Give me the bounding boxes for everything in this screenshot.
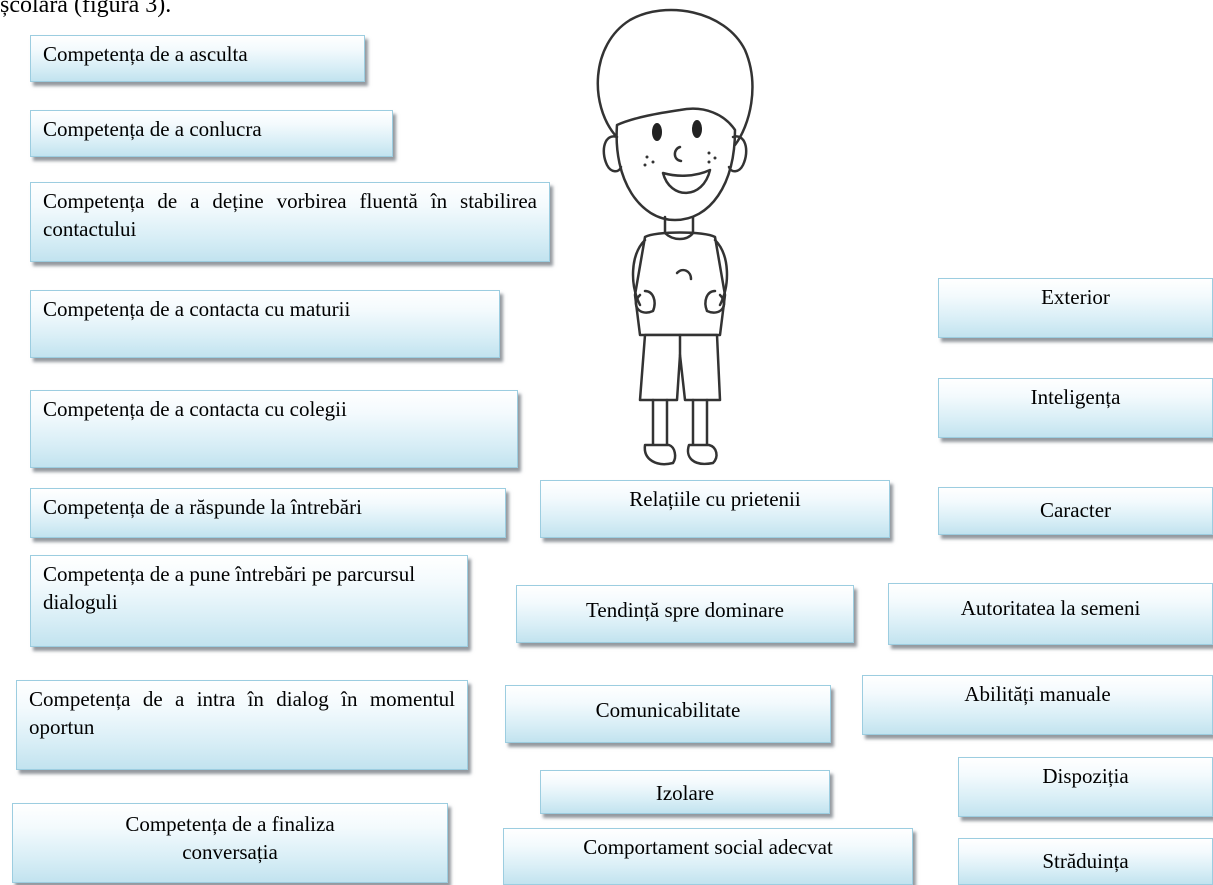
trait-box-friend-relations: Relațiile cu prietenii (540, 480, 890, 538)
trait-box-manual-skills: Abilități manuale (862, 675, 1213, 735)
trait-box-authority: Autoritatea la semeni (888, 583, 1213, 645)
competence-box-peers: Competența de a contacta cu colegii (30, 390, 518, 468)
trait-box-intelligence: Inteligența (938, 378, 1213, 438)
competence-box-adults: Competența de a contacta cu maturii (30, 290, 500, 358)
competence-box-answer: Competența de a răspunde la întrebări (30, 488, 506, 538)
cartoon-boy-icon (596, 8, 754, 466)
competence-box-finalize: Competența de a finaliza conversația (12, 803, 448, 883)
competence-box-enter-dialog: Competența de a intra în dialog în momen… (16, 680, 468, 770)
trait-box-character: Caracter (938, 487, 1213, 535)
trait-box-isolation: Izolare (540, 770, 830, 814)
trait-box-communicability: Comunicabilitate (505, 685, 831, 743)
trait-box-mood: Dispoziția (958, 757, 1213, 817)
trait-box-social-behavior: Comportament social adecvat (503, 828, 913, 885)
competence-box-listen: Competența de a asculta (30, 35, 365, 82)
competence-box-ask-questions: Competența de a pune întrebări pe parcur… (30, 555, 468, 647)
trait-box-dominance: Tendință spre dominare (516, 585, 854, 643)
page-caption: școlară (figura 3). (0, 0, 172, 18)
competence-box-cooperate: Competența de a conlucra (30, 110, 393, 157)
trait-box-exterior: Exterior (938, 278, 1213, 338)
competence-box-fluent-speech: Competența de a deține vorbirea fluentă … (30, 182, 550, 262)
trait-box-effort: Străduința (958, 838, 1213, 885)
